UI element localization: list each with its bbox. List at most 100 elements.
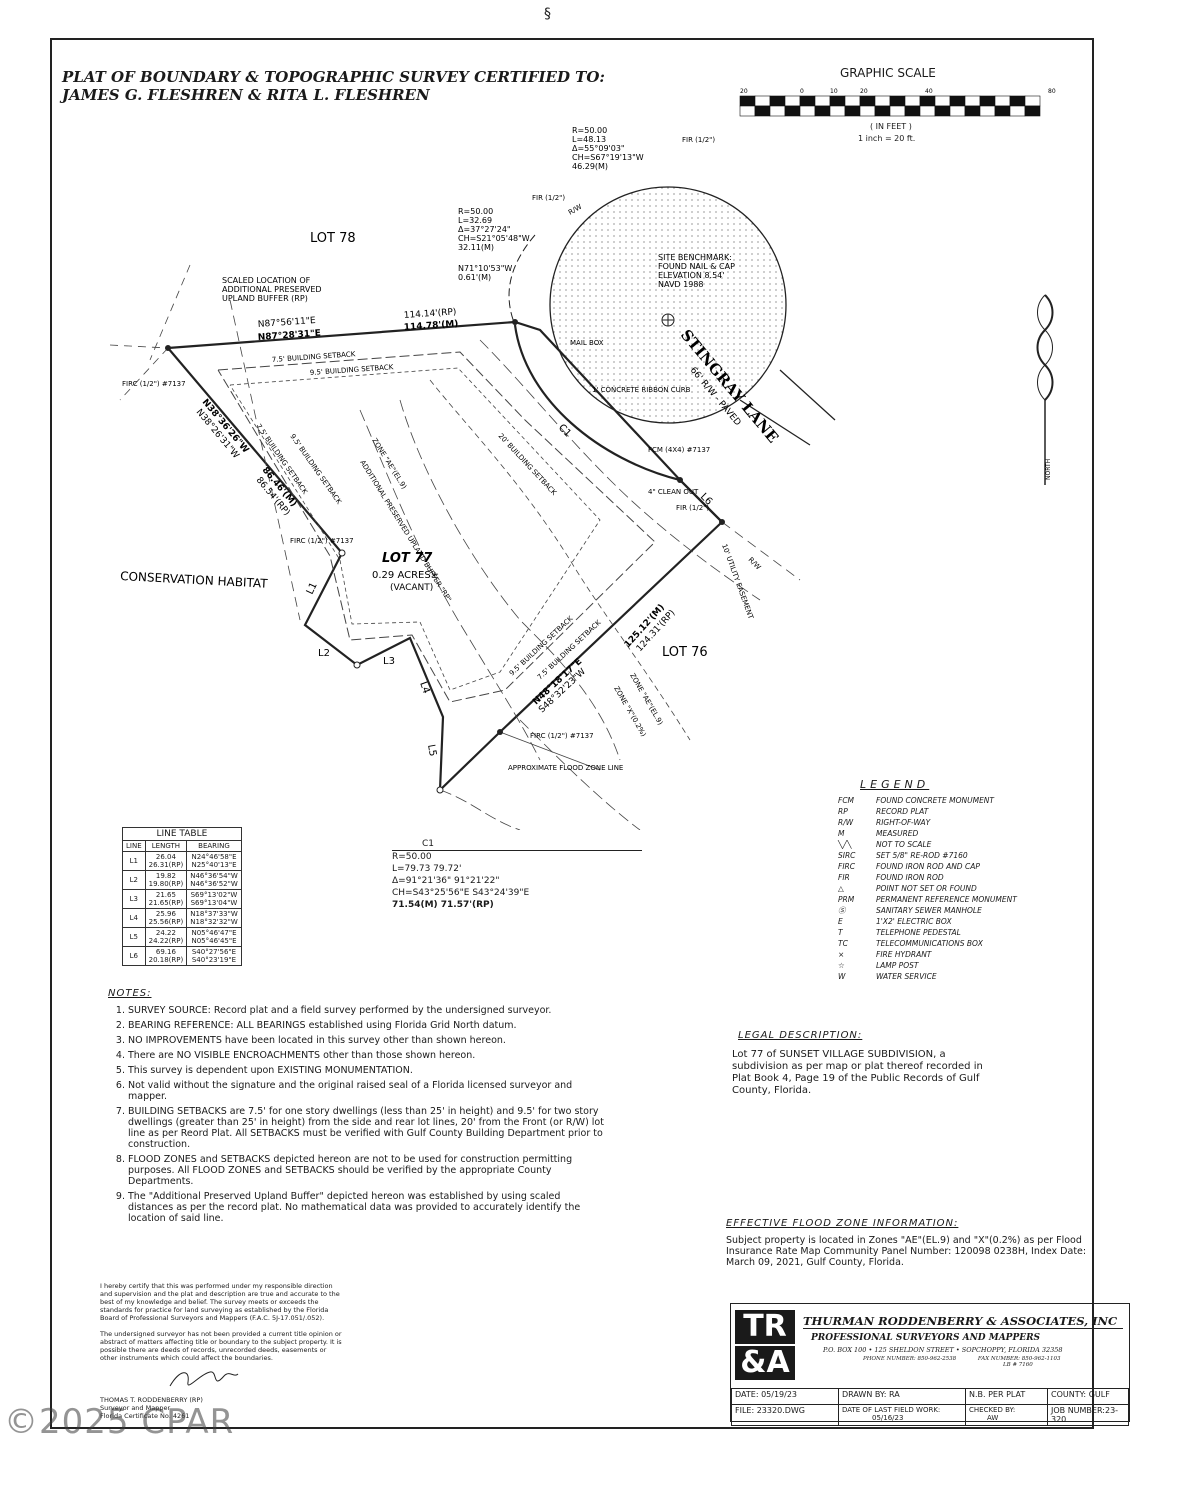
north-arrow-icon: NORTH	[1036, 294, 1054, 485]
legend-text: POINT NOT SET OR FOUND	[876, 884, 977, 893]
nb-per-plat: N.B. PER PLAT	[965, 1388, 1048, 1405]
scaled-location-label: ADDITIONAL PRESERVED	[222, 285, 322, 294]
lot-76-label: LOT 76	[662, 645, 708, 660]
survey-title: PLAT OF BOUNDARY & TOPOGRAPHIC SURVEY CE…	[62, 68, 622, 104]
scale-ratio: 1 inch = 20 ft.	[858, 134, 916, 143]
flood-line-label: APPROXIMATE FLOOD ZONE LINE	[508, 764, 623, 772]
notes-title: NOTES:	[108, 988, 152, 999]
scale-unit: ( IN FEET )	[870, 122, 912, 131]
line-cell: L6	[122, 946, 146, 966]
curve-top-label: 46.29(M)	[572, 162, 608, 171]
firm-lb: LB # 7160	[1003, 1362, 1033, 1368]
rw-label: R/W	[567, 203, 583, 217]
tie-label: 0.61'(M)	[458, 273, 491, 282]
benchmark-label: SITE BENCHMARK:	[658, 253, 732, 262]
fieldwork-value: 05/16/23	[872, 1414, 904, 1422]
curve-row: CH=S43°25'56"E S43°24'39"E	[392, 888, 530, 898]
title-line-2: JAMES G. FLESHREN & RITA L. FLESHREN	[62, 86, 430, 104]
line-cell: L4	[122, 908, 146, 928]
file-label: FILE:	[735, 1406, 755, 1415]
legal-description: LEGAL DESCRIPTION: Lot 77 of SUNSET VILL…	[732, 1030, 997, 1097]
scale-tick: 10	[830, 88, 838, 95]
legend-symbol: FIRC	[838, 862, 855, 871]
fir-label: FIR (1/2")	[532, 194, 565, 202]
scale-tick: 20	[860, 88, 868, 95]
curve-top-label: CH=S67°19'13"W	[572, 153, 644, 162]
job-label: JOB NUMBER:	[1051, 1406, 1105, 1415]
legend-item: SIRC SET 5/8" RE-ROD #7160	[838, 850, 1078, 861]
line-cell: L5	[122, 927, 146, 947]
curb-label: 1' CONCRETE RIBBON CURB	[592, 386, 691, 394]
legend-text: SET 5/8" RE-ROD #7160	[876, 851, 968, 860]
survey-map: LOT 78 LOT 76 LOT 77 0.29 ACRES± (VACANT…	[109, 126, 836, 830]
legend-symbol: △	[838, 884, 844, 893]
checked-label: CHECKED BY:	[969, 1406, 1016, 1414]
curve-top-label: L=48.13	[572, 135, 606, 144]
scale-bar: 20 0 10 20 40 80	[739, 88, 1056, 117]
flood-text: Subject property is located in Zones "AE…	[726, 1235, 1087, 1268]
firm-phone: PHONE NUMBER: 850-962-2538	[863, 1356, 957, 1362]
svg-text:NORTH: NORTH	[1045, 459, 1052, 480]
legal-title: LEGAL DESCRIPTION:	[738, 1030, 863, 1041]
firm-sub: PROFESSIONAL SURVEYORS AND MAPPERS	[811, 1333, 1041, 1343]
drawn-value: RA	[888, 1390, 900, 1399]
north-line-m: 114.78'(M)	[404, 319, 459, 333]
legend-symbol: FIR	[838, 873, 850, 882]
line-id-label: L4	[417, 680, 431, 695]
firm-name: THURMAN RODDENBERRY & ASSOCIATES, INC	[803, 1314, 1123, 1329]
scale-tick: 40	[925, 88, 933, 95]
line-cell: L1	[122, 851, 146, 871]
benchmark-label: NAVD 1988	[658, 280, 703, 289]
legend-symbol: M	[838, 829, 845, 838]
firc-label: FIRC (1/2") #7137	[530, 732, 594, 740]
legend-text: PERMANENT REFERENCE MONUMENT	[876, 895, 1017, 904]
surveyor-certificate: Florida Certificate No. 4261	[100, 1412, 190, 1420]
fir-label: FIR (1/2")	[682, 136, 715, 144]
fieldwork-label: DATE OF LAST FIELD WORK:	[842, 1406, 941, 1414]
note-item: There are NO VISIBLE ENCROACHMENTS other…	[128, 1050, 608, 1061]
scale-tick: 80	[1048, 88, 1056, 95]
curve-top-label: Δ=55°09'03"	[572, 144, 625, 153]
notes-list: SURVEY SOURCE: Record plat and a field s…	[108, 1005, 608, 1224]
curve-mid-label: 32.11(M)	[458, 243, 494, 252]
county-value: GULF	[1088, 1390, 1110, 1399]
scale-tick: 20	[740, 88, 748, 95]
lot-77-area: 0.29 ACRES±	[372, 570, 439, 581]
top-mark: §	[544, 6, 551, 22]
legend-text: LAMP POST	[876, 961, 919, 970]
scaled-location-label: SCALED LOCATION OF	[222, 276, 311, 285]
legend-symbol: ╲╱╲	[838, 840, 852, 849]
curve-row: L=79.73 79.72'	[392, 864, 462, 874]
lot-77-status: (VACANT)	[390, 583, 433, 593]
legend-symbol: PRM	[838, 895, 855, 904]
surveyor-title: Surveyor and Mapper	[100, 1404, 171, 1412]
firm-logo: TR &A	[735, 1310, 795, 1380]
logo-top: TR	[735, 1310, 795, 1346]
curve-top-label: R=50.00	[572, 126, 607, 135]
legend-item: ☆LAMP POST	[838, 960, 1078, 971]
line-id-label: L5	[425, 744, 438, 758]
cul-de-sac	[549, 186, 787, 424]
line-id-label: L1	[305, 581, 320, 596]
legend-text: MEASURED	[876, 829, 919, 838]
legend-text: SANITARY SEWER MANHOLE	[876, 906, 982, 915]
curve-mid-label: R=50.00	[458, 207, 493, 216]
survey-sheet	[50, 38, 1094, 1429]
legend-text: RIGHT-OF-WAY	[876, 818, 931, 827]
legend-text: FOUND IRON ROD	[876, 873, 944, 882]
notes: NOTES: SURVEY SOURCE: Record plat and a …	[108, 988, 608, 1228]
legend-symbol: FCM	[838, 796, 855, 805]
legend-symbol: SIRC	[838, 851, 856, 860]
